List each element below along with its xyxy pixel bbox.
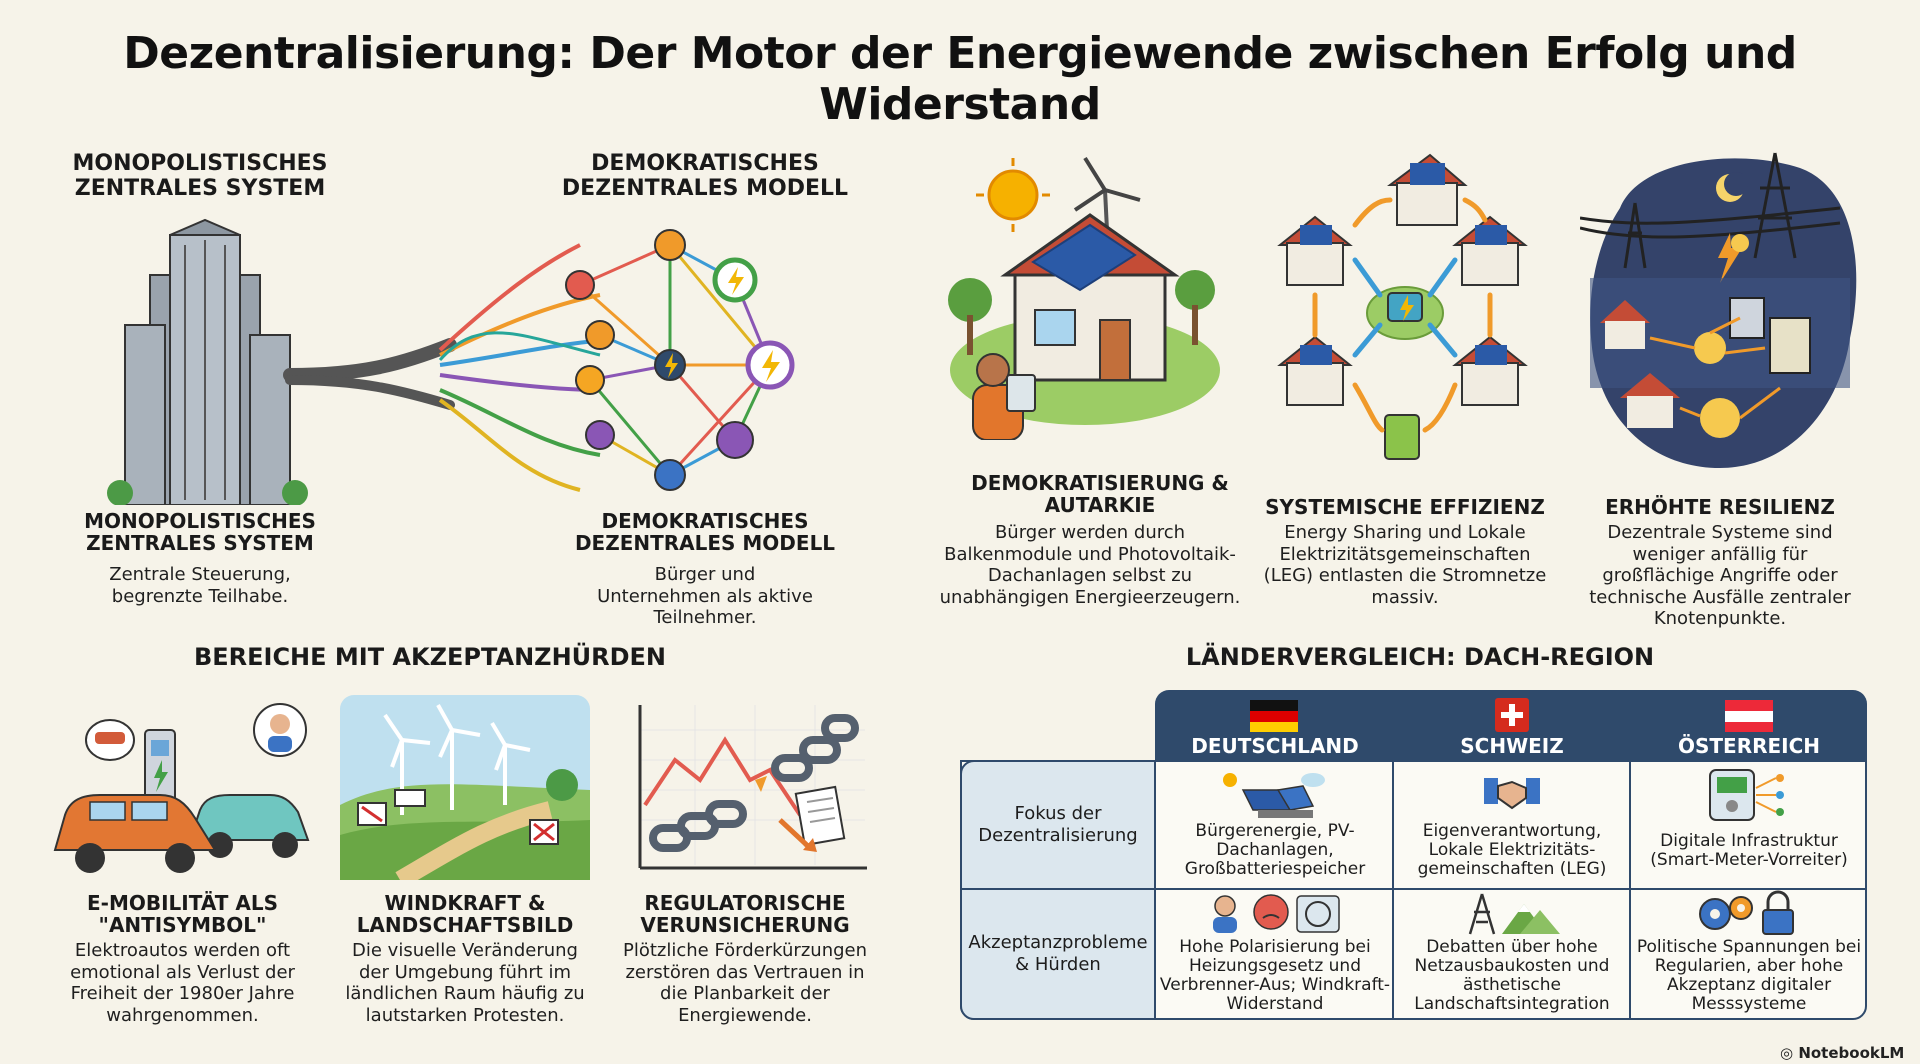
hurdle-text-1: Elektroautos werden oft emotional als Ve… [70,940,295,1026]
benefit-text-3: Dezentrale Systeme sind weniger anfällig… [1589,522,1851,630]
central-heading: MONOPOLISTISCHES ZENTRALES SYSTEM [84,509,316,556]
austria-flag-icon [1725,700,1773,732]
hurdle-text-2: Die visuelle Veränderung der Umgebung fü… [345,940,585,1026]
row-divider [1155,888,1867,890]
benefit-text-1: Bürger werden durch Balkenmodule und Pho… [939,522,1241,608]
column-divider [1629,690,1631,1020]
country-header-austria: ÖSTERREICH [1677,734,1821,758]
benefit-heading-2: SYSTEMISCHE EFFIZIENZ [1265,495,1545,519]
page-title: Dezentralisierung: Der Motor der Energie… [123,28,1797,130]
germany-flag-icon [1250,700,1298,732]
country-header-switzerland: SCHWEIZ [1460,734,1564,758]
cell-austria-hurdles: Politische Spannungen bei Regularien, ab… [1636,937,1862,1015]
power-line-mountains-icon [1468,893,1560,935]
solar-panel-battery-icon [1223,773,1325,818]
cell-germany-focus: Bürgerenergie, PV-Dachanlagen, Großbatte… [1184,821,1366,880]
skyscraper-icon [107,218,308,505]
hurdle-heading-1: E-MOBILITÄT ALS "ANTISYMBOL" [87,891,278,938]
hurdle-heading-3: REGULATORISCHE VERUNSICHERUNG [640,891,850,938]
central-text: Zentrale Steuerung, begrenzte Teilhabe. [109,564,291,607]
column-divider [1392,690,1394,1020]
decentral-text: Bürger und Unternehmen als aktive Teilne… [597,564,813,629]
wind-turbine-landscape-icon [340,695,590,880]
resilient-grid-icon [1580,152,1857,469]
house-icon [1387,153,1468,226]
benefit-text-2: Energy Sharing und Lokale Elektrizitätsg… [1263,522,1547,608]
decentral-heading: DEMOKRATISCHES DEZENTRALES MODELL [574,509,836,556]
handshake-icon [1484,778,1540,810]
gears-lock-icon [1699,890,1794,935]
decentral-top-label: DEMOKRATISCHES DEZENTRALES MODELL [561,151,849,201]
cell-austria-focus: Digitale Infrastruktur (Smart-Meter-Vorr… [1650,831,1848,871]
energy-sharing-icon [1277,153,1528,460]
solar-house-icon [948,156,1220,440]
row-label-hurdles: Akzeptanzprobleme & Hürden [960,888,1156,1020]
comparison-section-title: LÄNDERVERGLEICH: DACH-REGION [1185,643,1655,671]
cell-germany-hurdles: Hohe Polarisierung bei Heizungsgesetz un… [1159,937,1391,1015]
hurdles-section-title: BEREICHE MIT AKZEPTANZHÜRDEN [193,643,667,671]
hurdle-heading-2: WINDKRAFT & LANDSCHAFTSBILD [356,891,574,938]
broken-chain-chart-icon [638,705,867,870]
hurdle-text-3: Plötzliche Förderkürzungen zerstören das… [622,940,868,1026]
brand-text: NotebookLM [1798,1044,1905,1062]
cell-switzerland-focus: Eigenverantwortung, Lokale Elektrizitäts… [1417,821,1607,880]
smart-meter-icon [1709,769,1784,821]
switzerland-flag-icon [1495,698,1529,732]
notebooklm-logo-icon: ◎ [1780,1044,1794,1062]
central-to-decentral-network-illustration [107,218,795,505]
central-top-label: MONOPOLISTISCHES ZENTRALES SYSTEM [72,151,328,201]
electric-car-icon [53,703,310,873]
benefit-heading-1: DEMOKRATISIERUNG & AUTARKIE [971,471,1229,518]
benefit-heading-3: ERHÖHTE RESILIENZ [1605,495,1835,519]
brand-label: ◎ NotebookLM [1780,1044,1904,1062]
polarization-icons [1213,894,1340,933]
cell-switzerland-hurdles: Debatten über hohe Netzausbaukosten und … [1414,937,1610,1015]
country-header-germany: DEUTSCHLAND [1191,734,1359,758]
row-label-focus: Fokus der Dezentralisierung [960,760,1156,890]
